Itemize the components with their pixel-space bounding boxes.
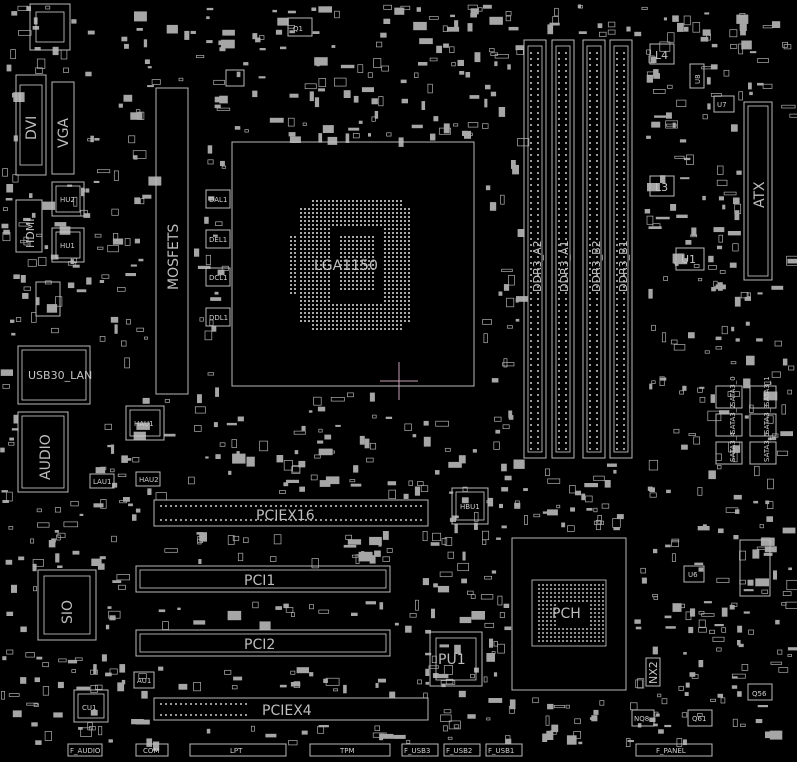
q56-label: Q56 xyxy=(752,690,767,698)
cu1-label: CU1 xyxy=(82,704,96,712)
mosfets-label: MOSFETS xyxy=(166,224,182,290)
dcl1-label: DCL1 xyxy=(209,274,228,282)
nq8-label: NQ8 xyxy=(634,715,649,723)
usb-lan-label: USB30_LAN xyxy=(28,369,92,382)
sata3-4-label: SATA3_4 xyxy=(729,432,737,462)
pch-label: PCH xyxy=(552,606,581,622)
small-components xyxy=(0,4,797,751)
left-chips: HAU1 HAU2 LAU1 SIO CU1 AU1 xyxy=(37,405,165,723)
cpu-area: MOSFETS DAL1 DEL1 DCL1 DDL1 LGA1150 Q1 xyxy=(155,17,475,400)
hau2-label: HAU2 xyxy=(139,476,159,484)
sata3-2-label: SATA3_2 xyxy=(729,404,737,434)
dvi-label: DVI xyxy=(24,116,40,140)
tpm-label: TPM xyxy=(339,747,355,755)
f-panel-label: F_PANEL xyxy=(656,747,686,755)
f-audio-label: F_AUDIO xyxy=(70,747,101,755)
del1-label: DEL1 xyxy=(209,236,227,244)
lpt-label: LPT xyxy=(230,747,243,755)
u7-label: U7 xyxy=(717,101,727,109)
ddl1-label: DDL1 xyxy=(209,314,228,322)
l4-label: L4 xyxy=(655,49,668,62)
u8-label: U8 xyxy=(694,74,702,84)
rear-io: DVI VGA HDMI HU2 HU1 USB30_LAN AUDIO xyxy=(15,3,92,493)
sio-label: SIO xyxy=(60,600,76,624)
cpu-socket-label: LGA1150 xyxy=(314,258,378,274)
ddr-b1-label: DDR3_B1 xyxy=(617,240,630,292)
ddr-a1-label: DDR3_A1 xyxy=(558,240,571,292)
pciex16-label: PCIEX16 xyxy=(256,508,315,524)
dal1-label: DAL1 xyxy=(209,196,227,204)
vga-label: VGA xyxy=(56,118,72,148)
pciex4-label: PCIEX4 xyxy=(262,703,312,719)
nx2-label: NX2 xyxy=(647,661,660,684)
cpu-socket-pins xyxy=(290,200,410,330)
f-usb2-label: F_USB2 xyxy=(446,747,472,755)
atx-label: ATX xyxy=(752,181,768,208)
q1-label: Q1 xyxy=(293,25,303,33)
pu1-label: PU1 xyxy=(438,652,466,668)
expansion-slots: PCIEX16 PCI1 PCI2 PCIEX4 xyxy=(135,499,429,721)
pci1-label: PCI1 xyxy=(244,573,275,589)
ddr-b2-label: DDR3_B2 xyxy=(590,240,603,292)
hu1-label: HU1 xyxy=(60,242,75,250)
f-usb1-label: F_USB1 xyxy=(488,747,514,755)
right-edge: L4 L3 U1 U7 U8 ATX SATA3_0 SATA3_1 SATA3… xyxy=(631,43,777,727)
bottom-headers: F_AUDIO COM LPT TPM F_USB3 F_USB2 F_USB1… xyxy=(67,743,713,757)
pch-area: HBU1 PU1 PCH xyxy=(429,487,627,691)
lau1-label: LAU1 xyxy=(93,478,111,486)
hu2-label: HU2 xyxy=(60,196,75,204)
u1-label: U1 xyxy=(681,253,696,266)
u6-label: U6 xyxy=(688,571,698,579)
sata3-0-label: SATA3_0 xyxy=(729,376,737,406)
sata-ports: SATA3_0 SATA3_1 SATA3_2 SATA3_3 SATA3_4 … xyxy=(715,376,777,465)
f-usb3-label: F_USB3 xyxy=(404,747,430,755)
ddr-a2-label: DDR3_A2 xyxy=(531,240,544,292)
dimm-slots: DDR3_A2 DDR3_A1 DDR3_B2 DDR3_B1 xyxy=(523,39,633,459)
au1-label: AU1 xyxy=(137,677,151,685)
q61-label: Q61 xyxy=(692,715,706,723)
audio-label: AUDIO xyxy=(38,434,54,480)
hau1-label: HAU1 xyxy=(134,420,154,428)
com-label: COM xyxy=(143,747,159,755)
pci2-label: PCI2 xyxy=(244,637,275,653)
l3-label: L3 xyxy=(655,181,668,194)
sata3-1-label: SATA3_1 xyxy=(763,376,771,406)
hbu1-label: HBU1 xyxy=(460,503,480,511)
sata3-5-label: SATA3_5 xyxy=(763,432,771,462)
sata3-3-label: SATA3_3 xyxy=(763,404,771,434)
hdmi-label: HDMI xyxy=(24,219,37,248)
